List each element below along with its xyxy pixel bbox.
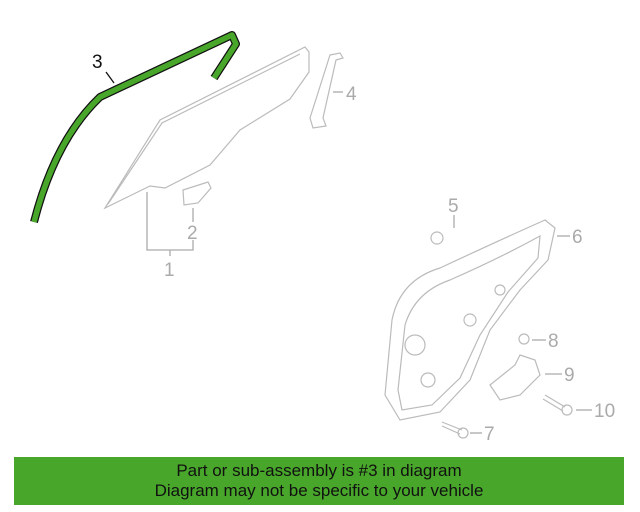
callout-7: 7 [484, 424, 495, 445]
callout-9: 9 [564, 365, 575, 386]
banner-disclaimer: Diagram may not be specific to your vehi… [154, 481, 484, 500]
callout-2: 2 [187, 223, 198, 244]
callout-8: 8 [548, 331, 559, 352]
callout-3: 3 [92, 52, 103, 73]
banner-part-note: Part or sub-assembly is #3 in diagram [176, 461, 462, 480]
callout-4: 4 [346, 84, 357, 105]
part-5-nut[interactable] [430, 231, 444, 245]
part-10-bolt[interactable] [542, 394, 566, 412]
callout-1: 1 [164, 260, 175, 281]
part-7-bolt[interactable] [441, 421, 463, 435]
parts-diagram: 3 1 2 4 5 6 7 8 9 10 [30, 31, 615, 445]
callout-3-arrow [105, 71, 115, 84]
part-2-bracket[interactable] [182, 181, 212, 206]
part-8-washer[interactable] [518, 333, 530, 345]
callout-6: 6 [572, 227, 583, 248]
part-6-regulator[interactable] [384, 219, 556, 421]
part-9-motor[interactable] [489, 354, 541, 401]
info-banner: Part or sub-assembly is #3 in diagram Di… [14, 457, 624, 505]
callout-5: 5 [448, 196, 459, 217]
callout-10: 10 [594, 401, 615, 422]
part-4-channel[interactable] [309, 52, 344, 129]
part-1-glass[interactable] [103, 46, 310, 210]
